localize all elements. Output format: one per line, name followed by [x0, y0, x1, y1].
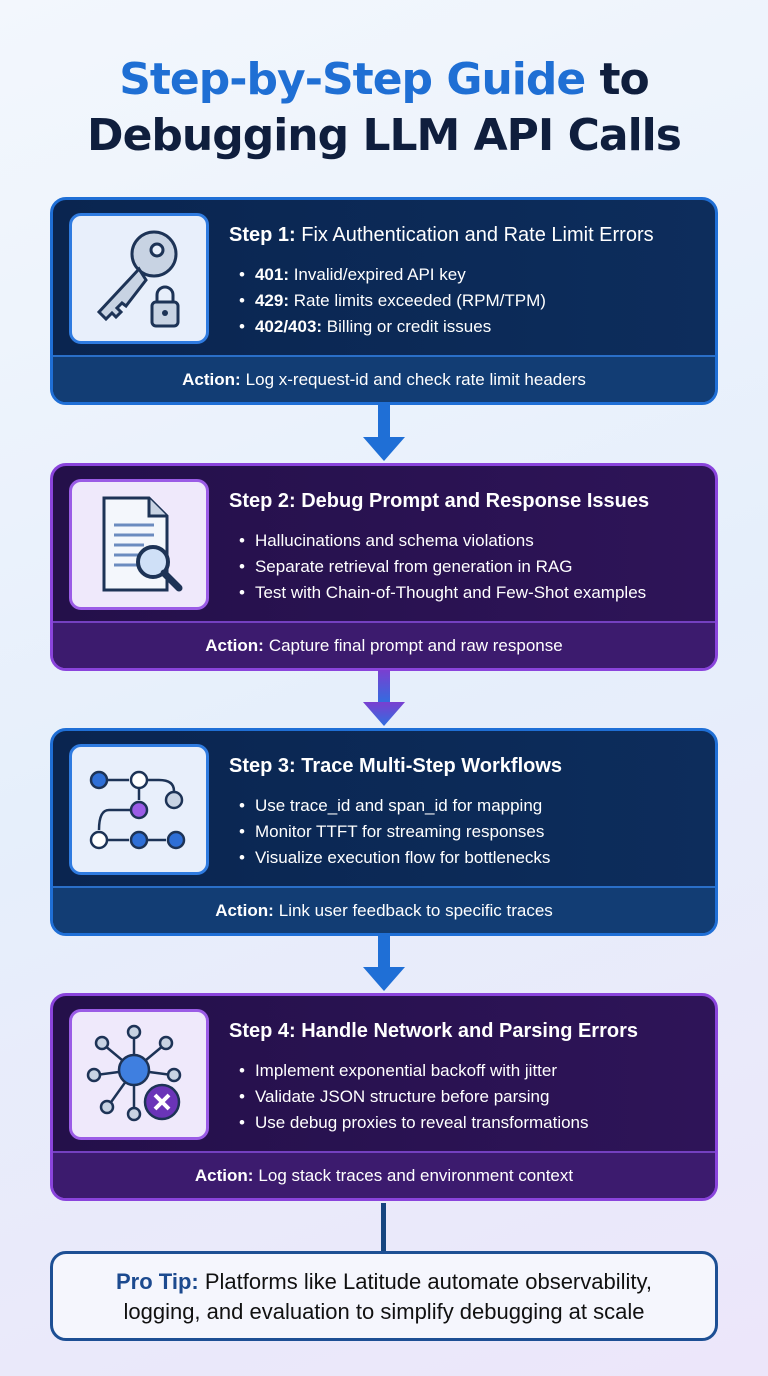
pro-tip-text-2: logging, and evaluation to simplify debu… [123, 1299, 645, 1324]
bullet-list: 401: Invalid/expired API key429: Rate li… [239, 262, 546, 340]
title-line2: Debugging LLM API Calls [87, 110, 682, 161]
action-label: Action: [205, 635, 264, 655]
title-highlight: Step-by-Step Guide [119, 54, 586, 105]
step-card-4: Step 4: Handle Network and Parsing Error… [50, 993, 718, 1201]
bullet-text: Rate limits exceeded (RPM/TPM) [288, 291, 546, 310]
connector-line [381, 1203, 386, 1251]
action-band: Action:Log stack traces and environment … [53, 1151, 715, 1198]
bullet-item: Implement exponential backoff with jitte… [239, 1058, 589, 1084]
step-title: Step 4: Handle Network and Parsing Error… [229, 1020, 638, 1043]
bullet-item: 401: Invalid/expired API key [239, 262, 546, 288]
step-card-2: Step 2: Debug Prompt and Response Issues… [50, 463, 718, 671]
bullet-text: Hallucinations and schema violations [254, 531, 534, 550]
document-magnifier-icon [69, 479, 209, 610]
arrow-down-icon [363, 935, 405, 991]
step-title-text: Fix Authentication and Rate Limit Errors [295, 224, 654, 246]
bullet-item: Separate retrieval from generation in RA… [239, 554, 646, 580]
step-label: Step 4: Handle Network and Parsing Error… [229, 1020, 638, 1042]
action-label: Action: [215, 900, 274, 920]
action-text: Link user feedback to specific traces [278, 900, 553, 920]
action-band: Action:Link user feedback to specific tr… [53, 886, 715, 933]
bullet-item: Hallucinations and schema violations [239, 528, 646, 554]
title-rest: to [585, 54, 650, 105]
key-lock-icon [69, 213, 209, 344]
bullet-list: Use trace_id and span_id for mappingMoni… [239, 793, 550, 871]
page-title: Step-by-Step Guide to Debugging LLM API … [0, 52, 768, 164]
action-label: Action: [182, 369, 241, 389]
step-title: Step 3: Trace Multi-Step Workflows [229, 755, 562, 778]
action-band: Action:Capture final prompt and raw resp… [53, 621, 715, 668]
workflow-icon [69, 744, 209, 875]
bullet-text: Implement exponential backoff with jitte… [254, 1061, 558, 1080]
action-text: Capture final prompt and raw response [268, 635, 563, 655]
bullet-text: Billing or credit issues [322, 317, 492, 336]
bullet-text: Validate JSON structure before parsing [254, 1087, 550, 1106]
bullet-text: Monitor TTFT for streaming responses [254, 822, 545, 841]
bullet-text: Use debug proxies to reveal transformati… [254, 1113, 589, 1132]
step-card-1: Step 1: Fix Authentication and Rate Limi… [50, 197, 718, 405]
network-error-icon [69, 1009, 209, 1140]
pro-tip-label: Pro Tip: [116, 1269, 199, 1294]
step-title: Step 1: Fix Authentication and Rate Limi… [229, 224, 654, 247]
bullet-text: Visualize execution flow for bottlenecks [254, 848, 551, 867]
bullet-code: 401: [254, 265, 289, 284]
action-text: Log x-request-id and check rate limit he… [245, 369, 586, 389]
action-text: Log stack traces and environment context [258, 1165, 574, 1185]
step-label: Step 2: Debug Prompt and Response Issues [229, 490, 650, 512]
step-label: Step 1: [229, 224, 296, 246]
bullet-item: Monitor TTFT for streaming responses [239, 819, 550, 845]
bullet-text: Separate retrieval from generation in RA… [254, 557, 573, 576]
bullet-code: 402/403: [254, 317, 323, 336]
bullet-list: Implement exponential backoff with jitte… [239, 1058, 589, 1136]
bullet-code: 429: [254, 291, 289, 310]
arrow-down-icon [363, 670, 405, 726]
bullet-list: Hallucinations and schema violationsSepa… [239, 528, 646, 606]
bullet-item: 402/403: Billing or credit issues [239, 314, 546, 340]
arrow-down-icon [363, 405, 405, 461]
bullet-text: Use trace_id and span_id for mapping [254, 796, 543, 815]
step-label: Step 3: Trace Multi-Step Workflows [229, 755, 563, 777]
step-title: Step 2: Debug Prompt and Response Issues [229, 490, 649, 513]
bullet-item: Use trace_id and span_id for mapping [239, 793, 550, 819]
action-label: Action: [194, 1165, 254, 1185]
bullet-item: Visualize execution flow for bottlenecks [239, 845, 550, 871]
pro-tip-box: Pro Tip: Platforms like Latitude automat… [50, 1251, 718, 1341]
bullet-item: Validate JSON structure before parsing [239, 1084, 589, 1110]
bullet-text: Test with Chain-of-Thought and Few-Shot … [254, 583, 647, 602]
bullet-item: Use debug proxies to reveal transformati… [239, 1110, 589, 1136]
pro-tip-text: Platforms like Latitude automate observa… [198, 1269, 652, 1294]
step-card-3: Step 3: Trace Multi-Step Workflows Use t… [50, 728, 718, 936]
bullet-text: Invalid/expired API key [288, 265, 466, 284]
bullet-item: Test with Chain-of-Thought and Few-Shot … [239, 580, 646, 606]
bullet-item: 429: Rate limits exceeded (RPM/TPM) [239, 288, 546, 314]
action-band: Action:Log x-request-id and check rate l… [53, 355, 715, 402]
